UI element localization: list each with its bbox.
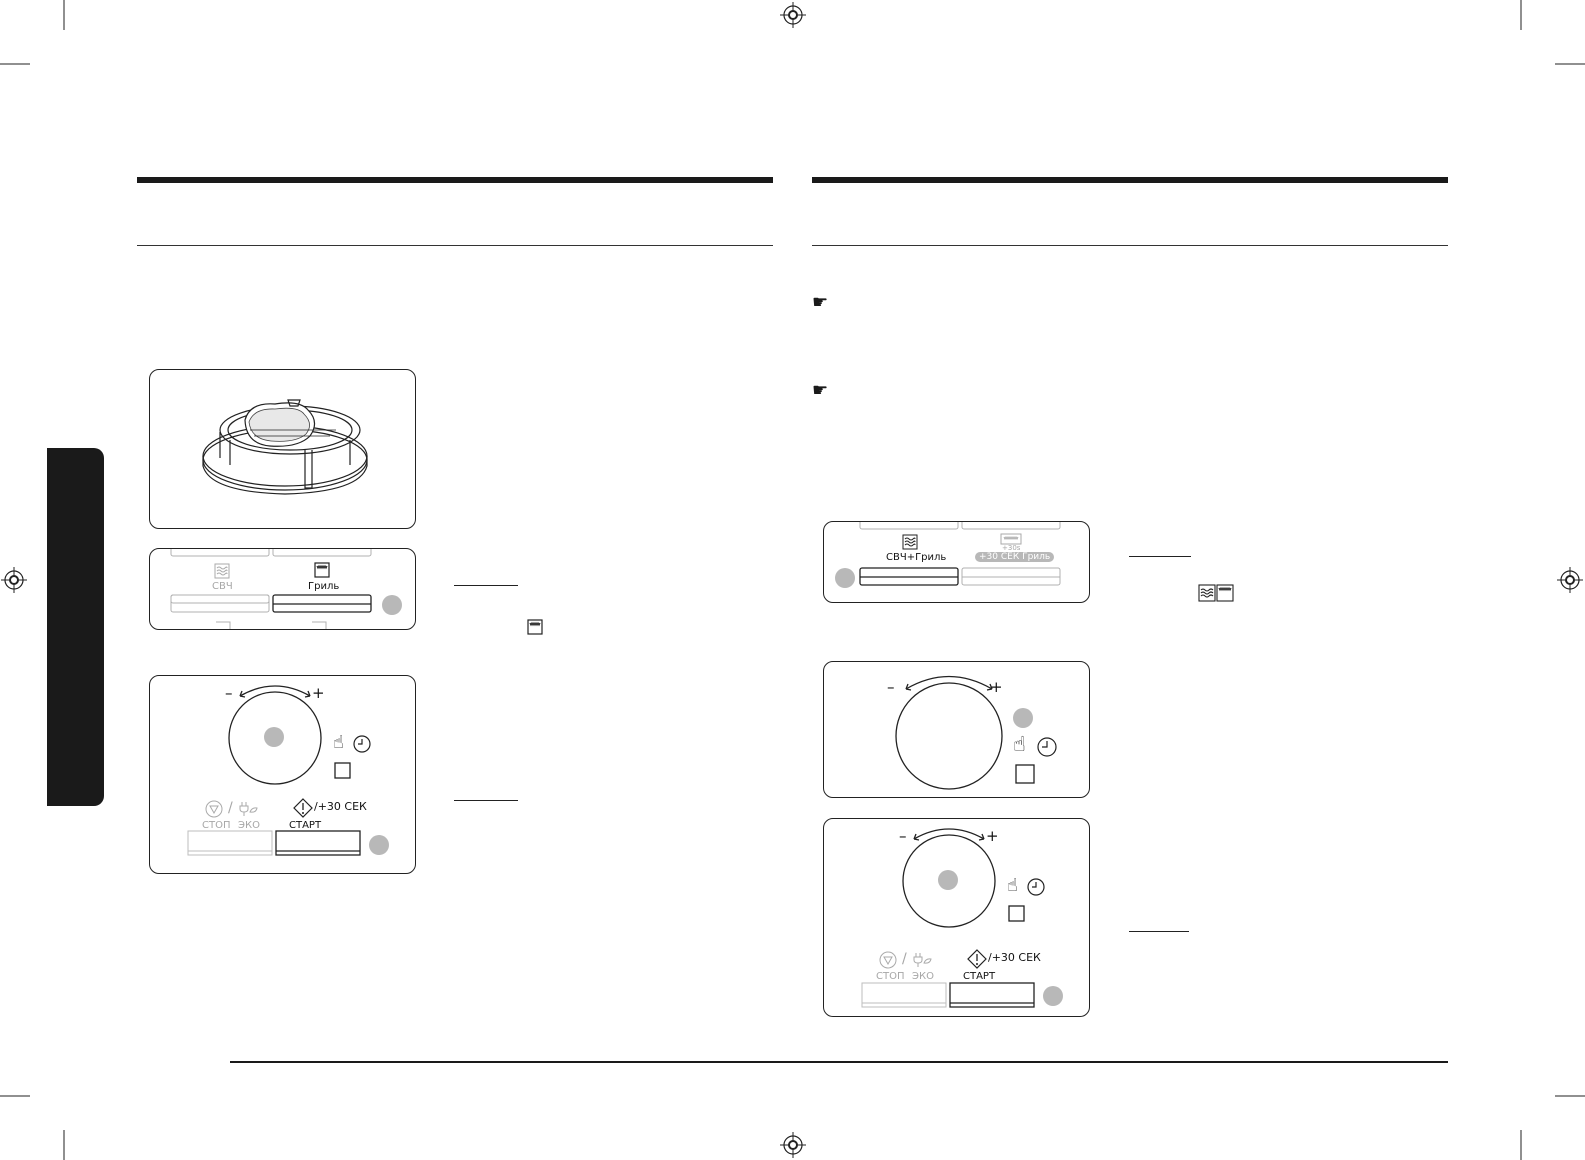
registration-mark-icon xyxy=(1,567,27,593)
registration-mark-icon xyxy=(780,1132,806,1158)
microwave-icon xyxy=(902,534,918,550)
plus30-grill-label: +30 СЕК Гриль xyxy=(975,552,1055,562)
grill-rack-illustration xyxy=(149,369,416,529)
clock-icon xyxy=(1027,878,1045,896)
slash: / xyxy=(314,800,318,813)
dial-start-panel-left: – + ☝ / /+30 СЕК СТОП ЭКО СТАРТ xyxy=(149,675,416,874)
start-label[interactable]: СТАРТ xyxy=(289,820,322,831)
dial-minus-label: – xyxy=(887,678,895,696)
dial-drawing xyxy=(187,685,361,856)
stop-eco-slash: / xyxy=(228,800,233,816)
dial-drawing xyxy=(895,675,1035,790)
right-subheader-rule xyxy=(812,245,1448,246)
start-step-marker xyxy=(369,835,389,855)
right-header-rule xyxy=(812,177,1448,183)
grill-mode-label[interactable]: Гриль xyxy=(308,581,340,592)
plus30s-icon-text: +30s xyxy=(1002,544,1021,552)
touch-hand-icon[interactable]: ☝ xyxy=(333,732,344,753)
clock-icon xyxy=(353,735,371,753)
reference-underline xyxy=(454,800,518,801)
mode-select-panel-combo: +30s СВЧ+Гриль +30 СЕК Гриль xyxy=(823,521,1090,603)
dial-plus-label: + xyxy=(312,684,325,702)
microwave-icon xyxy=(214,563,230,579)
dial-plus-label: + xyxy=(990,678,1003,696)
plus30-label: +30 СЕК xyxy=(991,951,1041,964)
stop-label: СТОП xyxy=(202,820,231,831)
eco-label: ЭКО xyxy=(238,820,260,831)
clock-icon xyxy=(1037,737,1057,757)
mode-select-panel-grill: СВЧ Гриль xyxy=(149,548,416,630)
dial-minus-label: – xyxy=(225,684,233,702)
mode-buttons-drawing xyxy=(170,549,372,629)
start-label[interactable]: СТАРТ xyxy=(963,971,996,982)
grill-icon xyxy=(314,562,330,578)
step-marker xyxy=(1013,708,1033,728)
grill-30s-icon xyxy=(1000,533,1022,545)
dial-minus-label: – xyxy=(899,827,907,845)
touch-hand-icon[interactable]: ☝ xyxy=(1007,875,1018,896)
grill-rack-steak-drawing xyxy=(202,399,368,495)
stop-label: СТОП xyxy=(876,971,905,982)
combo-mode-label[interactable]: СВЧ+Гриль xyxy=(886,552,947,563)
combo-mode-buttons-drawing xyxy=(859,522,1061,586)
stop-triangle-icon[interactable] xyxy=(879,951,897,969)
reference-underline xyxy=(1129,556,1191,557)
mw-mode-label: СВЧ xyxy=(212,581,233,592)
start-plus30-label: /+30 СЕК xyxy=(988,951,1041,964)
stop-triangle-icon[interactable] xyxy=(205,800,223,818)
step-marker xyxy=(835,568,855,588)
start-step-marker xyxy=(1043,986,1063,1006)
section-side-tab xyxy=(47,448,104,806)
eco-plug-icon[interactable] xyxy=(912,951,932,969)
pointing-hand-icon: ☛ xyxy=(812,380,829,401)
footer-rule xyxy=(230,1061,1448,1063)
start-diamond-icon[interactable] xyxy=(967,949,987,969)
left-subheader-rule xyxy=(137,245,773,246)
step-marker xyxy=(382,595,402,615)
reference-underline xyxy=(454,585,518,586)
stop-eco-slash: / xyxy=(902,951,907,967)
dial-plus-label: + xyxy=(986,827,999,845)
left-header-rule xyxy=(137,177,773,183)
pointing-hand-icon: ☛ xyxy=(812,292,829,313)
dial-step-marker xyxy=(264,727,284,747)
dial-drawing xyxy=(861,828,1035,1008)
microwave-grill-combo-icon xyxy=(1198,584,1234,602)
plus30-label: +30 СЕК xyxy=(317,800,367,813)
touch-hand-icon[interactable]: ☝ xyxy=(1013,732,1026,756)
dial-start-panel-right: – + ☝ / /+30 СЕК СТОП ЭКО СТАРТ xyxy=(823,818,1090,1017)
dial-step-marker xyxy=(938,870,958,890)
registration-mark-icon xyxy=(1557,567,1583,593)
eco-plug-icon[interactable] xyxy=(238,800,258,818)
reference-underline xyxy=(1129,931,1189,932)
registration-mark-icon xyxy=(780,2,806,28)
slash: / xyxy=(988,951,992,964)
start-plus30-label: /+30 СЕК xyxy=(314,800,367,813)
grill-icon xyxy=(527,619,543,635)
eco-label: ЭКО xyxy=(912,971,934,982)
dial-panel-right: – + ☝ xyxy=(823,661,1090,798)
start-diamond-icon[interactable] xyxy=(293,798,313,818)
